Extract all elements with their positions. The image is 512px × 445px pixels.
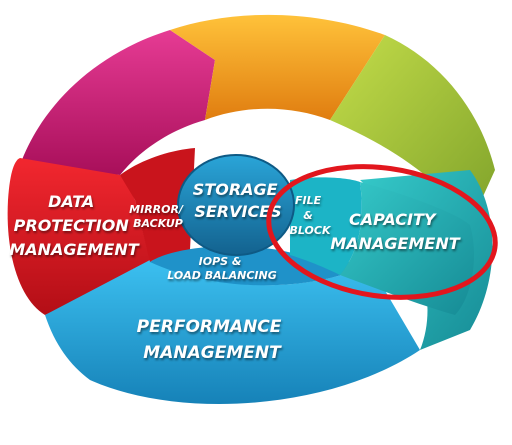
- red-segment: [7, 158, 150, 315]
- magenta-segment: [20, 30, 215, 175]
- orange-segment: [170, 14, 385, 121]
- file-block-label: FILE & BLOCK: [290, 194, 332, 237]
- data-protection-label: DATA PROTECTION MANAGEMENT: [9, 192, 139, 259]
- capacity-label: CAPACITY MANAGEMENT: [330, 210, 460, 253]
- storage-services-hub: [177, 154, 295, 256]
- iops-label: IOPS & LOAD BALANCING: [167, 255, 276, 282]
- file-block-segment: [290, 177, 362, 275]
- capacity-segment: [340, 182, 475, 315]
- mirror-backup-label: MIRROR/ BACKUP: [129, 203, 187, 230]
- performance-label: PERFORMANCE MANAGEMENT: [137, 317, 288, 363]
- performance-segment: [45, 260, 420, 404]
- mirror-backup-segment: [120, 148, 195, 262]
- capacity-highlight-ring: [266, 164, 498, 300]
- storage-services-label: STORAGE SERVICES: [193, 180, 283, 221]
